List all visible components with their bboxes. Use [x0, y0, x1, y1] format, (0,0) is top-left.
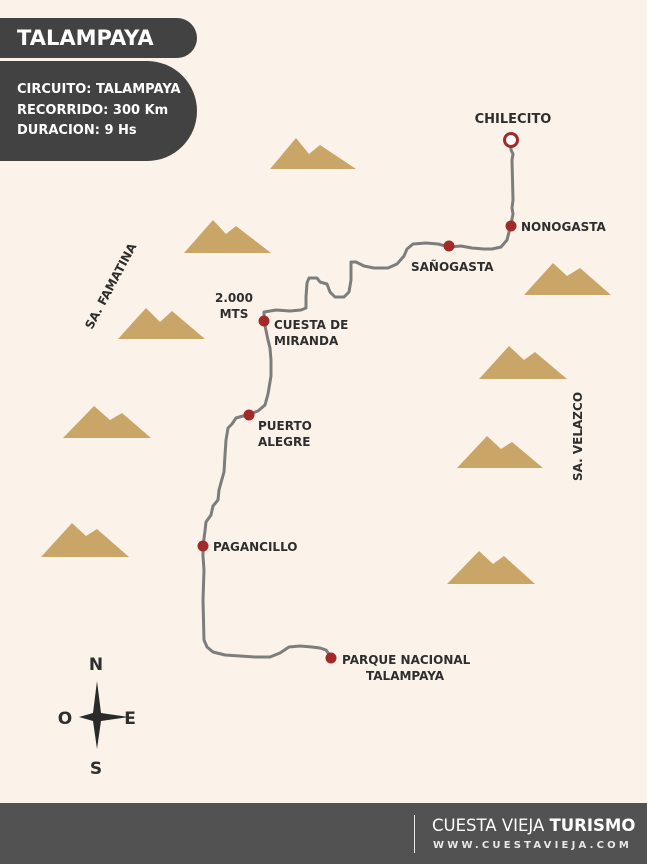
puerto-alegre-marker — [243, 409, 255, 421]
mountain-icon — [524, 263, 611, 295]
mountain-icon — [457, 436, 543, 468]
brand-bold: TURISMO — [549, 816, 636, 835]
footer: CUESTA VIEJA TURISMO WWW.CUESTAVIEJA.COM — [0, 803, 647, 864]
label-chilecito: CHILECITO — [475, 112, 552, 127]
label-talampaya: TALAMPAYA — [366, 669, 445, 683]
title-tab: TALAMPAYA — [0, 18, 197, 58]
mountain-icon — [479, 346, 567, 379]
mountain-icon — [447, 551, 535, 584]
label-alegre: ALEGRE — [258, 435, 310, 449]
map-title: TALAMPAYA — [17, 26, 154, 50]
compass-rose: N S O E — [58, 655, 136, 779]
info-panel: CIRCUITO: TALAMPAYA RECORRIDO: 300 Km DU… — [0, 61, 197, 161]
brand-regular: CUESTA VIEJA — [432, 816, 550, 835]
label-nonogasta: NONOGASTA — [521, 220, 607, 234]
label-sierra-famatina: SA. FAMATINA — [82, 240, 139, 331]
mountain-icon — [184, 220, 271, 253]
compass-north: N — [89, 655, 103, 675]
nonogasta-marker — [505, 220, 517, 232]
mountain-icon — [41, 523, 129, 557]
info-duration: DURACION: 9 Hs — [17, 123, 137, 138]
cuesta-de-miranda-marker — [258, 315, 270, 327]
route-line — [201, 138, 515, 659]
brand-name: CUESTA VIEJA TURISMO — [432, 816, 635, 835]
label-sanogasta: SAÑOGASTA — [411, 259, 494, 274]
compass-west: O — [58, 709, 72, 729]
mountain-icon — [118, 308, 205, 339]
website-link[interactable]: WWW.CUESTAVIEJA.COM — [433, 840, 632, 851]
label-cuesta-de: CUESTA DE — [274, 318, 348, 332]
label-parque-nacional: PARQUE NACIONAL — [342, 653, 471, 667]
label-sierra-velazco: SA. VELAZCO — [571, 392, 585, 481]
mountain-icon — [270, 138, 356, 169]
label-miranda: MIRANDA — [274, 334, 339, 348]
info-circuit: CIRCUITO: TALAMPAYA — [17, 82, 181, 97]
route-map: CHILECITO NONOGASTA SAÑOGASTA 2.000 MTS … — [41, 112, 611, 779]
chilecito-marker — [503, 132, 519, 148]
compass-east: E — [124, 709, 136, 729]
footer-divider — [414, 815, 415, 853]
pagancillo-marker — [197, 540, 209, 552]
label-puerto: PUERTO — [258, 419, 312, 433]
sanogasta-marker — [443, 240, 455, 252]
label-pagancillo: PAGANCILLO — [213, 540, 298, 554]
mountain-icon — [63, 406, 151, 438]
parque-talampaya-marker — [325, 652, 337, 664]
info-distance: RECORRIDO: 300 Km — [17, 102, 169, 118]
label-altitude: 2.000 — [215, 291, 253, 305]
compass-star-icon — [79, 681, 129, 749]
label-altitude-unit: MTS — [220, 307, 249, 321]
mountains — [41, 138, 611, 584]
compass-south: S — [90, 759, 102, 779]
